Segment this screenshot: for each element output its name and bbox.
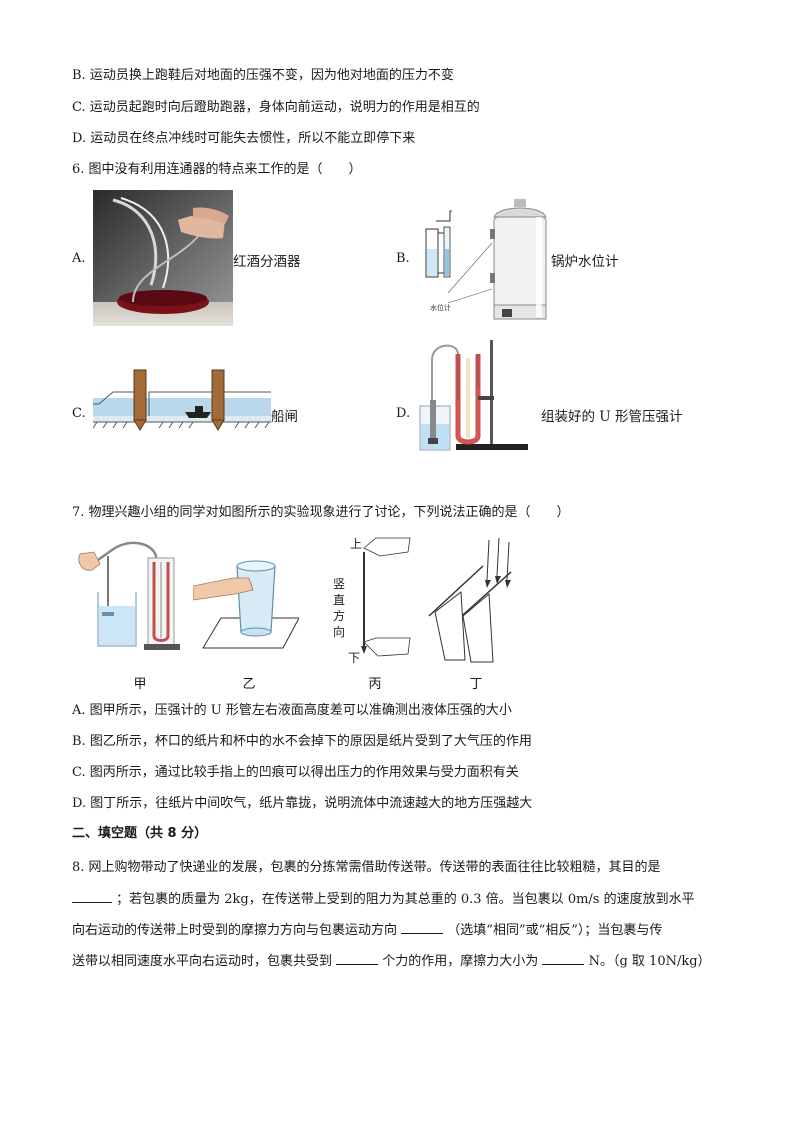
boiler-water-gauge-diagram: 水位计 bbox=[425, 199, 547, 320]
q8-line-4-text-c: N。（g 取 10N/kg） bbox=[588, 954, 711, 969]
q7-option-c: C. 图丙所示，通过比较手指上的凹痕可以得出压力的作用效果与受力面积有关 bbox=[72, 765, 519, 780]
u-tube-manometer-diagram bbox=[419, 340, 528, 451]
q8-blank-3[interactable] bbox=[336, 950, 379, 965]
q8-blank-1[interactable] bbox=[72, 888, 112, 903]
bing-vertical-char-2: 直 bbox=[333, 593, 345, 607]
q6-option-c-letter: C. bbox=[72, 406, 86, 421]
jia-pressure-gauge-figure bbox=[78, 541, 180, 650]
ship-lock-diagram bbox=[93, 369, 271, 431]
q8-line-3-text-b: （选填“相同”或“相反”）；当包裹与传 bbox=[447, 923, 663, 938]
q6-option-d-letter: D. bbox=[396, 406, 411, 421]
q8-line-3: 向右运动的传送带上时受到的摩擦力方向与包裹运动方向 （选填“相同”或“相反”）；… bbox=[72, 919, 662, 941]
q8-line-4-text-a: 送带以相同速度水平向右运动时，包裹共受到 bbox=[72, 954, 333, 969]
q6-option-b-letter: B. bbox=[396, 251, 410, 266]
q7-figure-label-bing: 丙 bbox=[368, 677, 382, 692]
q7-stem: 7. 物理兴趣小组的同学对如图所示的实验现象进行了讨论，下列说法正确的是（ ） bbox=[72, 505, 570, 520]
q6-option-d-caption: 组装好的 U 形管压强计 bbox=[541, 409, 683, 425]
q6-option-a-letter: A. bbox=[72, 251, 86, 266]
bing-vertical-char-4: 向 bbox=[333, 624, 345, 639]
q6-option-b-caption: 锅炉水位计 bbox=[551, 254, 619, 270]
q8-line-4: 送带以相同速度水平向右运动时，包裹共受到 个力的作用，摩擦力大小为 N。（g 取… bbox=[72, 950, 711, 972]
q7-option-b: B. 图乙所示，杯口的纸片和杯中的水不会掉下的原因是纸片受到了大气压的作用 bbox=[72, 734, 532, 749]
bing-vertical-char-1: 竖 bbox=[333, 577, 345, 591]
q8-line-2-text: ；若包裹的质量为 2kg，在传送带上受到的阻力为其总重的 0.3 倍。当包裹以 … bbox=[116, 892, 695, 907]
q8-blank-4[interactable] bbox=[542, 950, 585, 965]
q5-option-c: C. 运动员起跑时向后蹬助跑器，身体向前运动，说明力的作用是相互的 bbox=[72, 100, 480, 115]
q6-stem: 6. 图中没有利用连通器的特点来工作的是（ ） bbox=[72, 162, 362, 177]
yi-inverted-cup-figure bbox=[193, 560, 299, 649]
bing-top-label: 上 bbox=[350, 537, 362, 551]
q8-blank-2[interactable] bbox=[401, 919, 444, 934]
q5-option-b: B. 运动员换上跑鞋后对地面的压强不变，因为他对地面的压力不变 bbox=[72, 68, 454, 83]
q7-figure-label-yi: 乙 bbox=[242, 677, 256, 692]
q7-option-a: A. 图甲所示，压强计的 U 形管左右液面高度差可以准确测出液体压强的大小 bbox=[72, 703, 512, 718]
bing-bottom-label: 下 bbox=[348, 651, 360, 664]
q7-figure-label-jia: 甲 bbox=[133, 677, 147, 692]
q8-line-2: ；若包裹的质量为 2kg，在传送带上受到的阻力为其总重的 0.3 倍。当包裹以 … bbox=[72, 888, 695, 910]
bing-pencil-figure: 上 竖 直 方 向 下 bbox=[333, 537, 411, 664]
bing-vertical-char-3: 方 bbox=[333, 608, 345, 623]
q8-line-4-text-b: 个力的作用，摩擦力大小为 bbox=[382, 954, 539, 969]
q5-option-d: D. 运动员在终点冲线时可能失去惯性，所以不能立即停下来 bbox=[72, 131, 416, 146]
decanter-photo bbox=[93, 190, 233, 326]
q8-line-1: 8. 网上购物带动了快递业的发展，包裹的分拣常需借助传送带。传送带的表面往往比较… bbox=[72, 860, 661, 875]
q8-line-3-text-a: 向右运动的传送带上时受到的摩擦力方向与包裹运动方向 bbox=[72, 923, 398, 938]
water-gauge-figure-label: 水位计 bbox=[430, 303, 451, 312]
q7-option-d: D. 图丁所示，往纸片中间吹气，纸片靠拢，说明流体中流速越大的地方压强越大 bbox=[72, 796, 533, 811]
section-title-fill-in: 二、填空题（共 8 分） bbox=[72, 826, 208, 841]
q6-option-a-caption: 红酒分酒器 bbox=[233, 254, 301, 270]
q6-option-c-caption: 船闸 bbox=[271, 409, 298, 425]
q7-figure-label-ding: 丁 bbox=[469, 677, 483, 692]
ding-two-papers-figure bbox=[428, 537, 512, 663]
